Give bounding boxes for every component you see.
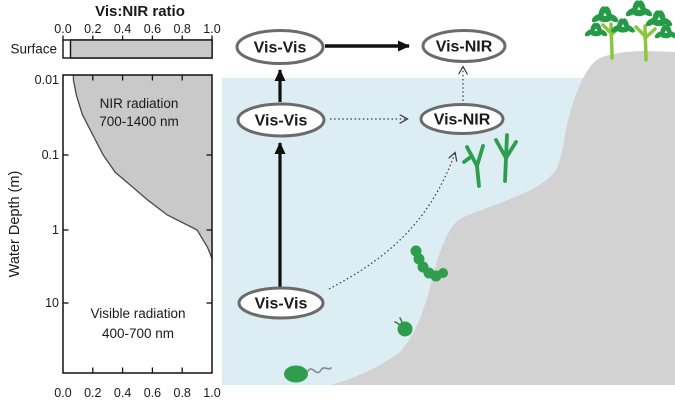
x-tick-label: 0.4 xyxy=(114,386,131,400)
x-tick-label: 0.2 xyxy=(84,22,101,36)
bottom-axis-labels: 0.0 0.2 0.4 0.6 0.8 1.0 xyxy=(54,386,220,400)
y-tick-label: 0.1 xyxy=(42,148,59,162)
shore-trees xyxy=(583,0,675,62)
top-axis-ticks xyxy=(62,35,213,40)
nir-region-label-line2: 700-1400 nm xyxy=(99,114,179,129)
x-tick-label: 0.4 xyxy=(114,22,131,36)
node-label: Vis-NIR xyxy=(436,39,493,56)
surface-label: Surface xyxy=(10,42,57,57)
x-tick-label: 0.6 xyxy=(144,22,161,36)
algal-filament-chain-icon xyxy=(410,245,448,282)
node-label: Vis-Vis xyxy=(255,296,308,313)
y-tick-label: 0.01 xyxy=(35,73,59,87)
top-axis-labels: 0.0 0.2 0.4 0.6 0.8 1.0 xyxy=(54,22,220,36)
ratio-chart: Vis:NIR ratio 0.0 0.2 0.4 0.6 0.8 1.0 Su… xyxy=(7,3,221,400)
y-tick-label: 1 xyxy=(52,223,59,237)
x-tick-label: 0.0 xyxy=(54,386,71,400)
flagellate-cell-icon xyxy=(284,365,332,383)
dashed-arrows xyxy=(328,67,463,290)
ratio-curve xyxy=(72,75,213,259)
chart-title: Vis:NIR ratio xyxy=(95,3,185,20)
vis-region-label-line2: 400-700 nm xyxy=(102,326,174,341)
node-label: Vis-NIR xyxy=(434,112,491,129)
arrow-dashed-deep-to-visnir xyxy=(328,153,455,290)
x-tick-label: 0.0 xyxy=(54,22,71,36)
x-tick-label: 0.2 xyxy=(84,386,101,400)
x-tick-label: 0.6 xyxy=(144,386,161,400)
surface-bar: Surface xyxy=(10,39,213,59)
y-tick-label: 10 xyxy=(45,296,59,310)
solid-arrows xyxy=(274,40,410,287)
diagram-nodes: Vis-Vis Vis-NIR Vis-Vis Vis-NIR Vis-Vis xyxy=(235,29,507,320)
y-axis-title: Water Depth (m) xyxy=(7,171,23,278)
nir-region-fill xyxy=(73,75,213,259)
depth-profile-plot: 0.01 0.1 1 10 NIR radiation 700-1400 nm … xyxy=(35,73,213,374)
land-slope xyxy=(330,51,675,385)
evolution-diagram: Vis-Vis Vis-NIR Vis-Vis Vis-NIR Vis-Vis xyxy=(222,0,675,385)
y-axis-labels: 0.01 0.1 1 10 xyxy=(35,73,59,310)
nir-region-label-line1: NIR radiation xyxy=(100,96,179,111)
tree-leaves-icon xyxy=(583,0,675,40)
x-tick-label: 1.0 xyxy=(203,22,220,36)
node-vis-vis-deep: Vis-Vis xyxy=(237,286,325,320)
node-vis-vis-top: Vis-Vis xyxy=(235,29,325,65)
node-vis-nir-top: Vis-NIR xyxy=(421,29,507,63)
branched-algae-icon xyxy=(462,133,518,188)
node-label: Vis-Vis xyxy=(254,40,307,57)
node-vis-nir-mid: Vis-NIR xyxy=(419,103,505,135)
node-label: Vis-Vis xyxy=(255,113,308,130)
plot-frame xyxy=(62,74,213,374)
region-labels: NIR radiation 700-1400 nm Visible radiat… xyxy=(90,96,185,341)
x-tick-label: 0.8 xyxy=(174,22,191,36)
plot-edge-ticks xyxy=(63,75,212,373)
vis-region-label-line1: Visible radiation xyxy=(90,306,185,321)
x-tick-label: 1.0 xyxy=(203,386,220,400)
node-vis-vis-mid: Vis-Vis xyxy=(236,102,326,138)
x-tick-label: 0.8 xyxy=(174,386,191,400)
biflagellate-cell-icon xyxy=(394,317,413,337)
surface-bar-nir-fill xyxy=(69,39,213,59)
